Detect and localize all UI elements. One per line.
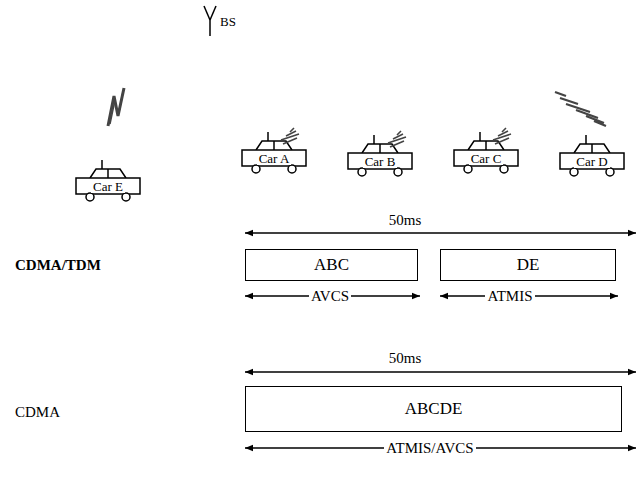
system-label: ATMIS [485,289,534,304]
car-label: Car B [363,155,398,168]
system-label: ATMIS/AVCS [384,441,475,456]
scheme-label: CDMA [15,404,60,421]
car-label: Car C [469,152,504,165]
radio-signal [108,88,606,147]
antenna-symbol [204,6,216,36]
duration-label: 50ms [389,212,422,229]
station-label: BS [220,15,236,29]
slot-label: ABC [314,256,349,275]
car-label: Car E [91,180,125,193]
time-slot-box: DE [440,249,616,281]
car-label: Car A [257,152,292,165]
car-label: Car D [574,155,609,168]
system-label: AVCS [309,289,351,304]
slot-label: ABCDE [405,400,463,419]
car-illustrations [76,132,624,201]
time-slot-box: ABC [245,249,418,281]
scheme-label: CDMA/TDM [15,257,101,274]
time-slot-box: ABCDE [245,386,622,432]
dimension-arrows [245,233,636,448]
duration-label: 50ms [389,350,422,367]
slot-label: DE [517,256,540,275]
